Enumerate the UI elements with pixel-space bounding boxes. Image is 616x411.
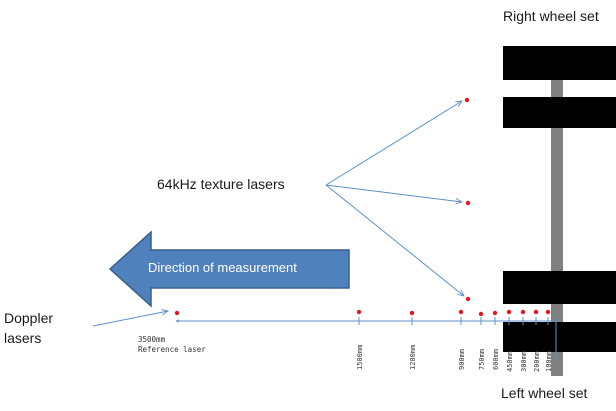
texture-laser-dot: [464, 97, 470, 103]
doppler-laser-dot: [478, 311, 484, 317]
reference-laser-label: 3500mm Reference laser: [138, 335, 206, 355]
distance-label: 100mm: [545, 351, 553, 372]
texture-laser-dot: [465, 296, 471, 302]
right-wheel-outer: [503, 46, 616, 80]
distance-label: 450mm: [506, 351, 514, 372]
left-wheel-set-label: Left wheel set: [501, 385, 588, 401]
doppler-callout: [92, 311, 168, 327]
distance-label: 600mm: [492, 349, 500, 370]
right-wheel-set-label: Right wheel set: [503, 8, 599, 24]
doppler-laser-dot: [458, 309, 464, 315]
doppler-laser-dot: [506, 309, 512, 315]
texture-lasers-label: 64kHz texture lasers: [157, 176, 285, 192]
reference-distance: 3500mm: [138, 335, 166, 344]
left-wheel-outer: [503, 322, 616, 352]
texture-callouts: [325, 101, 464, 296]
texture-laser-dot: [465, 200, 471, 206]
doppler-laser-dot: [545, 309, 551, 315]
distance-label: 1500mm: [356, 345, 364, 370]
distance-label: 900mm: [458, 349, 466, 370]
left-wheel-inner: [503, 271, 616, 304]
distance-label: 300mm: [520, 351, 528, 372]
doppler-laser-dot: [492, 310, 498, 316]
reference-laser-dot: [174, 310, 180, 316]
distance-label: 1200mm: [409, 345, 417, 370]
doppler-laser-dot: [356, 309, 362, 315]
doppler-laser-dot: [533, 309, 539, 315]
distance-label: 750mm: [478, 349, 486, 370]
direction-label: Direction of measurement: [148, 260, 297, 275]
doppler-label-line2: lasers: [4, 330, 42, 346]
right-wheel-inner: [503, 97, 616, 128]
doppler-lasers-label: Doppler lasers: [4, 308, 74, 348]
doppler-laser-dot: [409, 310, 415, 316]
distance-label: 200mm: [533, 351, 541, 372]
reference-name: Reference laser: [138, 345, 206, 354]
direction-arrow: [108, 230, 350, 308]
doppler-laser-dot: [520, 309, 526, 315]
doppler-label-line1: Doppler: [4, 310, 54, 326]
dimension-ticks: [358, 317, 557, 362]
